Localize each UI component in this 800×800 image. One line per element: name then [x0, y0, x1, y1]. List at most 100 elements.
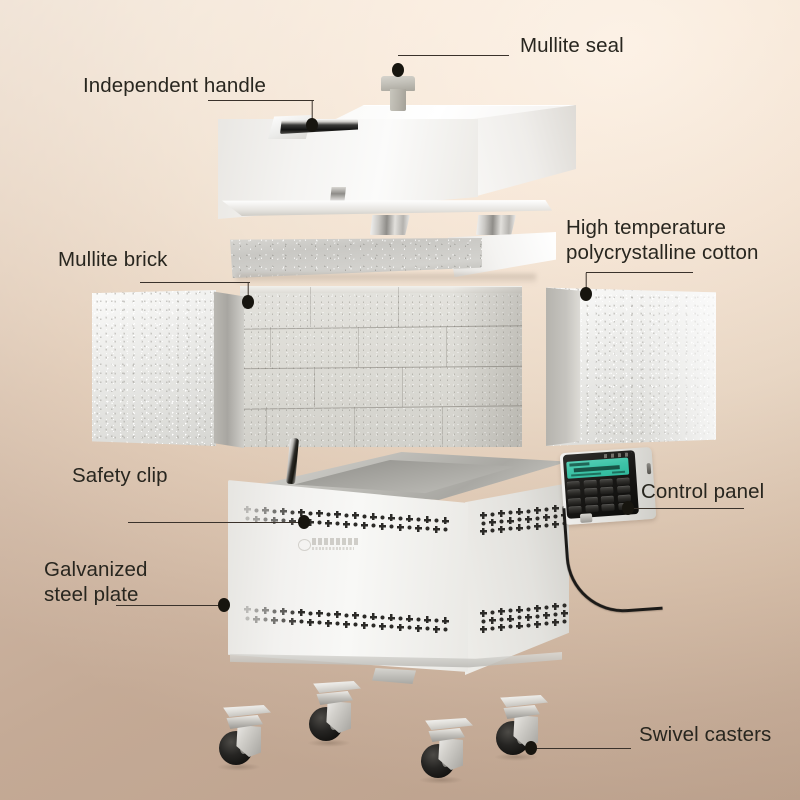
leader-dot-high-temperature-polycrystalline-cotton	[580, 287, 592, 301]
vent-hole	[552, 610, 559, 618]
swivel-caster	[305, 681, 365, 747]
leader-line-swivel-casters	[531, 748, 631, 750]
vent-hole	[271, 507, 278, 515]
vent-hole	[489, 519, 496, 527]
vent-hole	[498, 608, 505, 616]
vent-hole	[325, 619, 332, 627]
vent-hole	[406, 515, 413, 523]
vent-hole	[334, 520, 341, 528]
vent-hole	[507, 509, 514, 517]
vent-hole	[289, 617, 296, 625]
vent-hole	[480, 610, 487, 617]
keypad-key[interactable]	[566, 480, 581, 489]
vent-band-front-lower	[244, 606, 450, 634]
cotton-right-edge	[546, 287, 580, 446]
panel-side-button[interactable]	[646, 462, 652, 475]
vent-hole	[361, 621, 368, 629]
vent-hole	[507, 623, 514, 631]
vent-hole	[379, 513, 386, 521]
furnace-lid	[218, 105, 576, 235]
vent-hole	[343, 511, 350, 519]
mullite-seal-plug	[381, 76, 415, 112]
vent-hole	[424, 616, 431, 624]
keypad-key[interactable]	[583, 488, 598, 496]
vent-hole	[298, 618, 305, 626]
polycrystalline-cotton-right	[546, 287, 716, 446]
vent-hole	[271, 516, 278, 524]
brick-seam	[314, 367, 316, 407]
keypad-key[interactable]	[599, 478, 613, 487]
annotation-label-mullite-seal: Mullite seal	[520, 34, 624, 57]
brick-seam	[398, 287, 400, 327]
chamber-right-shading	[452, 287, 522, 447]
brick-seam	[310, 287, 312, 327]
leader-dot-mullite-seal	[392, 63, 404, 77]
vent-hole	[552, 504, 559, 512]
vent-hole	[307, 618, 314, 626]
brick-seam	[354, 407, 356, 447]
vent-hole	[498, 616, 505, 624]
vent-hole	[525, 605, 532, 613]
caster-neck	[316, 691, 353, 705]
keypad-key[interactable]	[584, 496, 598, 505]
vent-hole	[424, 525, 431, 533]
vent-hole	[316, 610, 323, 618]
vent-hole	[507, 517, 514, 525]
vent-hole	[534, 604, 541, 612]
vent-hole	[442, 626, 449, 634]
vent-hole	[552, 520, 559, 528]
vent-hole	[516, 516, 523, 524]
vent-hole	[334, 511, 341, 519]
brick-seam	[402, 367, 404, 407]
vent-hole	[271, 607, 278, 615]
independent-handle	[280, 119, 358, 134]
vent-hole	[424, 516, 431, 524]
caster-shadow	[217, 763, 261, 771]
keypad-key[interactable]	[616, 485, 631, 494]
slab-front-face	[230, 238, 482, 278]
vent-band-side-upper	[480, 503, 568, 535]
vent-hole	[525, 613, 532, 621]
logo-wordmark	[312, 538, 360, 545]
vent-hole	[433, 516, 440, 524]
keypad-key[interactable]	[600, 486, 614, 495]
vent-hole	[516, 524, 523, 532]
vent-hole	[352, 621, 359, 629]
brick-seam	[358, 327, 360, 367]
caster-shadow	[419, 776, 463, 784]
vent-hole	[534, 620, 541, 628]
vent-hole	[489, 625, 496, 633]
vent-hole	[253, 615, 260, 623]
keypad-key[interactable]	[567, 489, 581, 498]
display-line-1	[569, 462, 590, 467]
leader-dot-independent-handle	[306, 118, 318, 132]
caster-mount-plate	[500, 695, 548, 707]
vent-hole	[561, 519, 568, 527]
logo-mark-icon	[298, 539, 311, 551]
vent-hole	[343, 620, 350, 628]
keypad-key[interactable]	[583, 479, 597, 488]
vent-hole	[352, 612, 359, 620]
vent-hole	[442, 617, 449, 625]
vent-hole	[307, 518, 314, 526]
vent-hole	[280, 608, 287, 616]
brick-seam	[446, 327, 448, 367]
annotation-label-high-temperature-polycrystalline-cotton: High temperature polycrystalline cotton	[566, 216, 759, 264]
polycrystalline-cotton-left	[92, 290, 216, 446]
lid-hinge-left	[370, 215, 410, 235]
vent-hole	[316, 519, 323, 527]
vent-hole	[507, 615, 514, 623]
vent-hole	[397, 514, 404, 522]
leader-line-mullite-brick	[140, 282, 250, 284]
vent-hole	[334, 620, 341, 628]
vent-hole	[480, 512, 487, 519]
keypad-key[interactable]	[615, 477, 630, 486]
vent-hole	[498, 624, 505, 632]
keypad-key[interactable]	[567, 497, 582, 506]
vent-hole	[307, 609, 314, 617]
vent-hole	[516, 622, 523, 630]
keypad-key[interactable]	[600, 495, 615, 504]
vent-hole	[397, 614, 404, 622]
vent-hole	[361, 512, 368, 520]
vent-hole	[415, 524, 422, 532]
